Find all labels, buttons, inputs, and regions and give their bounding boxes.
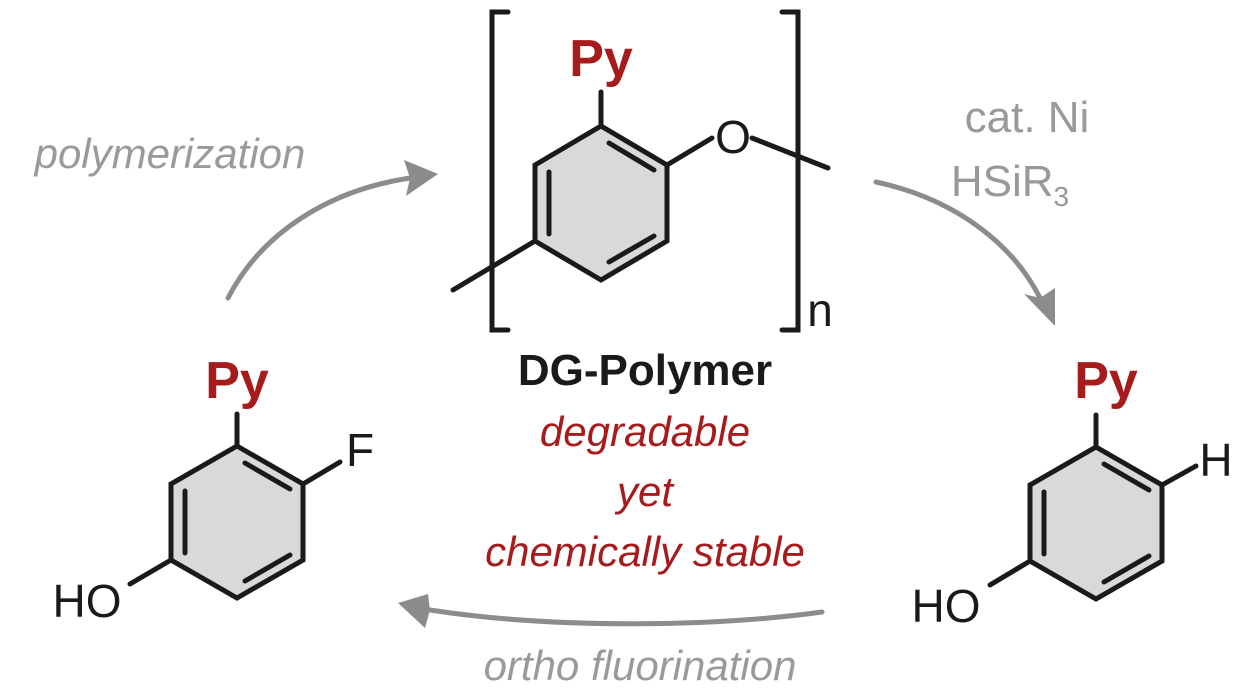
polymer-description-line-3: chemically stable [485, 528, 805, 575]
ether-oxygen-label: O [715, 111, 751, 163]
degradation-arrow [873, 179, 1055, 326]
left-bracket [489, 9, 511, 333]
polymer-benzene-ring [535, 126, 667, 280]
chain-bond-left [450, 238, 538, 293]
product-ho-label: HO [912, 580, 981, 632]
monomer-ho-label: HO [53, 575, 122, 627]
product-benzene-ring [1030, 447, 1162, 599]
ether-bond [664, 135, 715, 168]
reagent-line-2-subscript: 3 [1054, 181, 1070, 212]
polymer-py-label: Py [569, 30, 633, 88]
right-bracket [779, 9, 801, 333]
reagent-line-2-main: HSiR [951, 157, 1054, 206]
monomer-oh-bond [127, 557, 174, 587]
monomer-f-label: F [346, 424, 374, 476]
product-h-bond [1159, 463, 1199, 488]
product-h-label: H [1199, 434, 1232, 486]
product-oh-bond [987, 558, 1033, 588]
reagent-line-2: HSiR3 [951, 157, 1069, 212]
reagent-line-1: cat. Ni [965, 93, 1090, 142]
polymer-description-line-2: yet [614, 468, 675, 515]
repeat-index-label: n [807, 284, 833, 336]
product-py-label: Py [1074, 352, 1138, 410]
polymer-name: DG-Polymer [518, 346, 772, 395]
polymer-description-line-1: degradable [540, 408, 750, 455]
monomer-benzene-ring [171, 446, 303, 598]
monomer-f-bond [300, 459, 343, 487]
polymer-structure: Py O n DG-Polymer degradable yet chemica… [450, 9, 833, 575]
polymerization-label: polymerization [33, 130, 306, 177]
product-right-structure: Py H HO [912, 352, 1233, 632]
monomer-py-label: Py [205, 352, 269, 410]
polymerization-arrow [225, 160, 438, 301]
fluorination-arrow [398, 594, 825, 628]
chain-bond-right [749, 135, 831, 171]
fluorination-label: ortho fluorination [484, 642, 797, 689]
monomer-left-structure: Py F HO [53, 352, 375, 627]
